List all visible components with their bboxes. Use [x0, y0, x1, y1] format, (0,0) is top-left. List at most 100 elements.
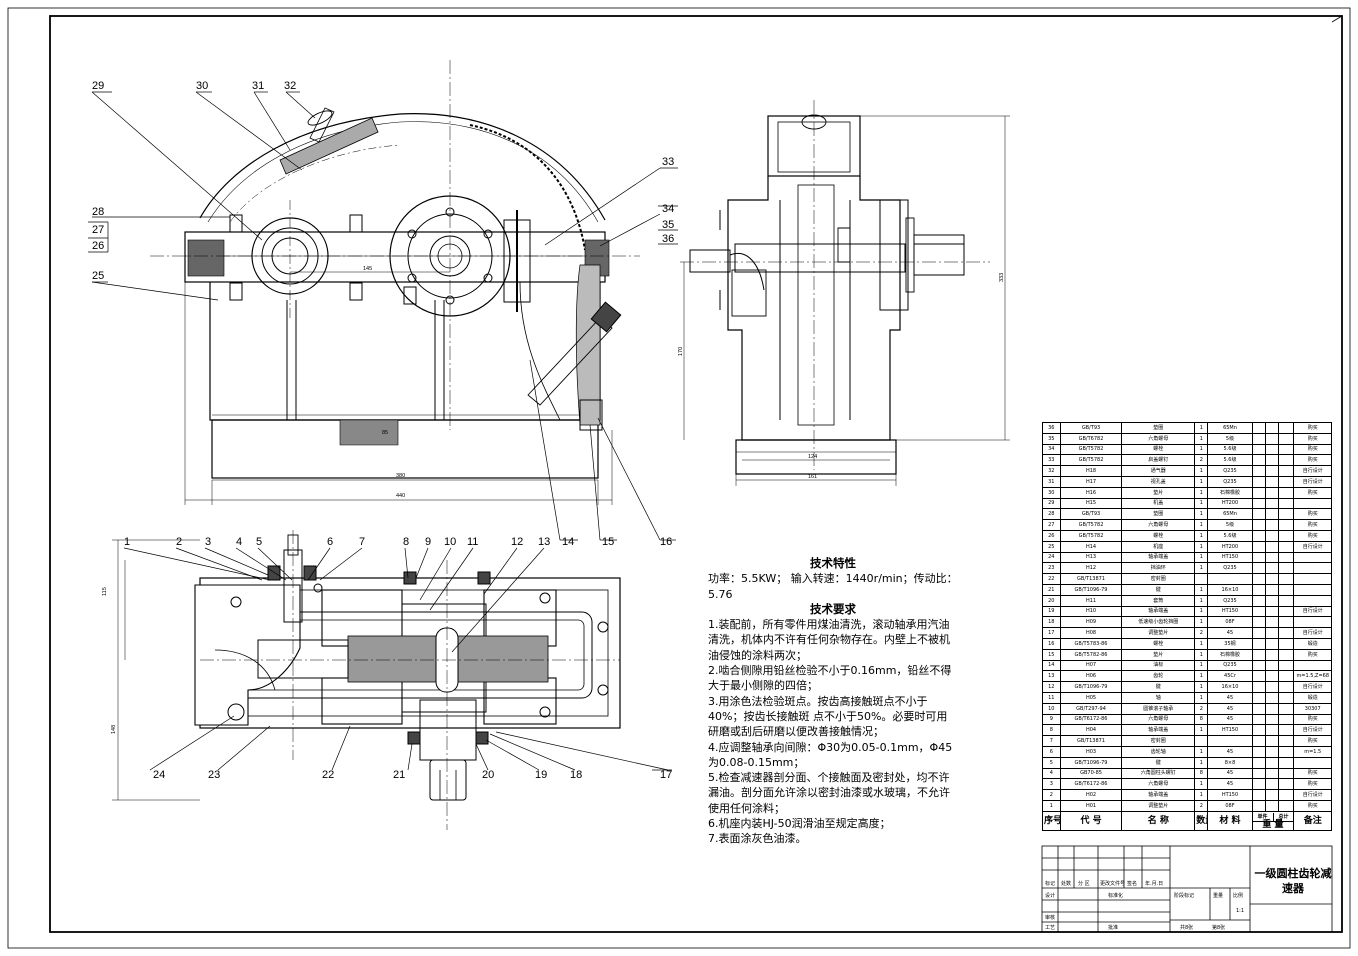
- bom-cell: 45: [1207, 627, 1253, 639]
- bom-cell: 锻造: [1293, 691, 1332, 704]
- bom-cell: GB/T6172-86: [1059, 713, 1123, 726]
- bom-cell: 27: [1042, 519, 1061, 531]
- dim-333: 333: [999, 273, 1005, 282]
- bom-cell: [1251, 605, 1266, 618]
- bom-cell: [1278, 540, 1295, 553]
- bom-cell: [1293, 616, 1332, 629]
- bom-cell: HT150: [1207, 789, 1253, 801]
- bom-cell: 45: [1207, 713, 1253, 726]
- callout-3: 3: [205, 536, 211, 548]
- callout-12: 12: [511, 536, 523, 548]
- callout-17: 17: [660, 769, 672, 781]
- bom-cell: 45: [1207, 778, 1253, 791]
- bom-cell: [1264, 627, 1280, 639]
- bom-cell: [1278, 616, 1295, 629]
- bom-cell: 低速级小齿轮挡圈: [1121, 616, 1196, 629]
- bom-cell: H11: [1059, 594, 1123, 607]
- bom-cell: 垫圈: [1121, 422, 1196, 434]
- requirement-7: 7.表面涂灰色油漆。: [708, 832, 807, 846]
- bom-cell: [1278, 529, 1295, 542]
- bom-cell: 轴: [1121, 691, 1196, 704]
- bom-cell: 机盖: [1121, 497, 1196, 510]
- bom-cell: 12: [1042, 681, 1061, 693]
- outer-frame: [7, 7, 1351, 949]
- bom-cell: 六角螺母: [1121, 713, 1196, 726]
- dim-85: 85: [382, 430, 388, 436]
- bom-cell: 轴承端盖: [1121, 605, 1196, 618]
- bom-cell: H02: [1059, 789, 1123, 801]
- bom-cell: [1264, 454, 1280, 467]
- bom-cell: m=1.5,Z=68: [1293, 670, 1332, 683]
- tb-label-stage: 阶段标记: [1174, 893, 1195, 899]
- bom-cell: [1251, 497, 1266, 510]
- bom-cell: [1264, 475, 1280, 488]
- callout-10: 10: [444, 536, 456, 548]
- bom-cell: [1278, 422, 1295, 434]
- bom-cell: [1251, 745, 1266, 758]
- bom-cell: 2: [1194, 454, 1209, 467]
- bom-cell: 套筒: [1121, 594, 1196, 607]
- tb-label-scale: 比例: [1233, 893, 1244, 899]
- dim-161: 161: [808, 474, 817, 480]
- bom-cell: 六角圆柱头螺钉: [1121, 767, 1196, 780]
- bom-cell: GB/T297-94: [1059, 702, 1123, 715]
- bom-cell: [1264, 713, 1280, 726]
- bom-cell: [1293, 562, 1332, 575]
- bom-cell: 调整垫片: [1121, 799, 1196, 812]
- bom-cell: [1278, 789, 1295, 801]
- bom-cell: 35: [1042, 432, 1061, 445]
- callout-31: 31: [252, 80, 264, 92]
- callout-36: 36: [662, 233, 674, 245]
- header-material: 材 料: [1207, 810, 1253, 831]
- requirement-6: 6.机座内装HJ-50润滑油至规定高度；: [708, 817, 891, 831]
- bom-cell: [1194, 573, 1209, 585]
- bom-cell: 45: [1207, 691, 1253, 704]
- bom-cell: 5.6级: [1207, 454, 1253, 467]
- callout-6: 6: [327, 536, 333, 548]
- callout-2: 2: [176, 536, 182, 548]
- bom-cell: [1251, 627, 1266, 639]
- bom-cell: H03: [1059, 745, 1123, 758]
- bom-cell: [1251, 681, 1266, 693]
- bom-cell: [1251, 637, 1266, 650]
- bom-cell: [1194, 735, 1209, 747]
- bom-cell: [1264, 702, 1280, 715]
- bom-cell: GB/T5782: [1059, 443, 1123, 456]
- bom-cell: [1264, 767, 1280, 780]
- bom-cell: 自行设计: [1293, 605, 1332, 618]
- callout-27: 27: [92, 224, 104, 236]
- bom-cell: [1264, 432, 1280, 445]
- bom-cell: [1278, 778, 1295, 791]
- bom-cell: [1251, 789, 1266, 801]
- bom-cell: 36: [1042, 422, 1061, 434]
- callout-11: 11: [467, 536, 478, 548]
- bom-cell: [1264, 637, 1280, 650]
- bom-cell: HT200: [1207, 497, 1253, 510]
- bom-cell: [1251, 529, 1266, 542]
- tb-label-approve: 批准: [1108, 925, 1119, 931]
- top-view: [112, 530, 621, 830]
- bom-cell: [1293, 497, 1332, 510]
- bom-cell: [1264, 670, 1280, 683]
- bom-cell: [1278, 724, 1295, 737]
- bom-cell: 1: [1194, 551, 1209, 564]
- bom-cell: 23: [1042, 562, 1061, 575]
- callout-7: 7: [359, 536, 365, 548]
- callout-29: 29: [92, 80, 104, 92]
- bom-cell: GB/T93: [1059, 422, 1123, 434]
- bom-cell: [1251, 475, 1266, 488]
- bom-cell: [1251, 443, 1266, 456]
- bom-cell: 2: [1194, 702, 1209, 715]
- bom-cell: H17: [1059, 475, 1123, 488]
- bom-cell: 轴承端盖: [1121, 724, 1196, 737]
